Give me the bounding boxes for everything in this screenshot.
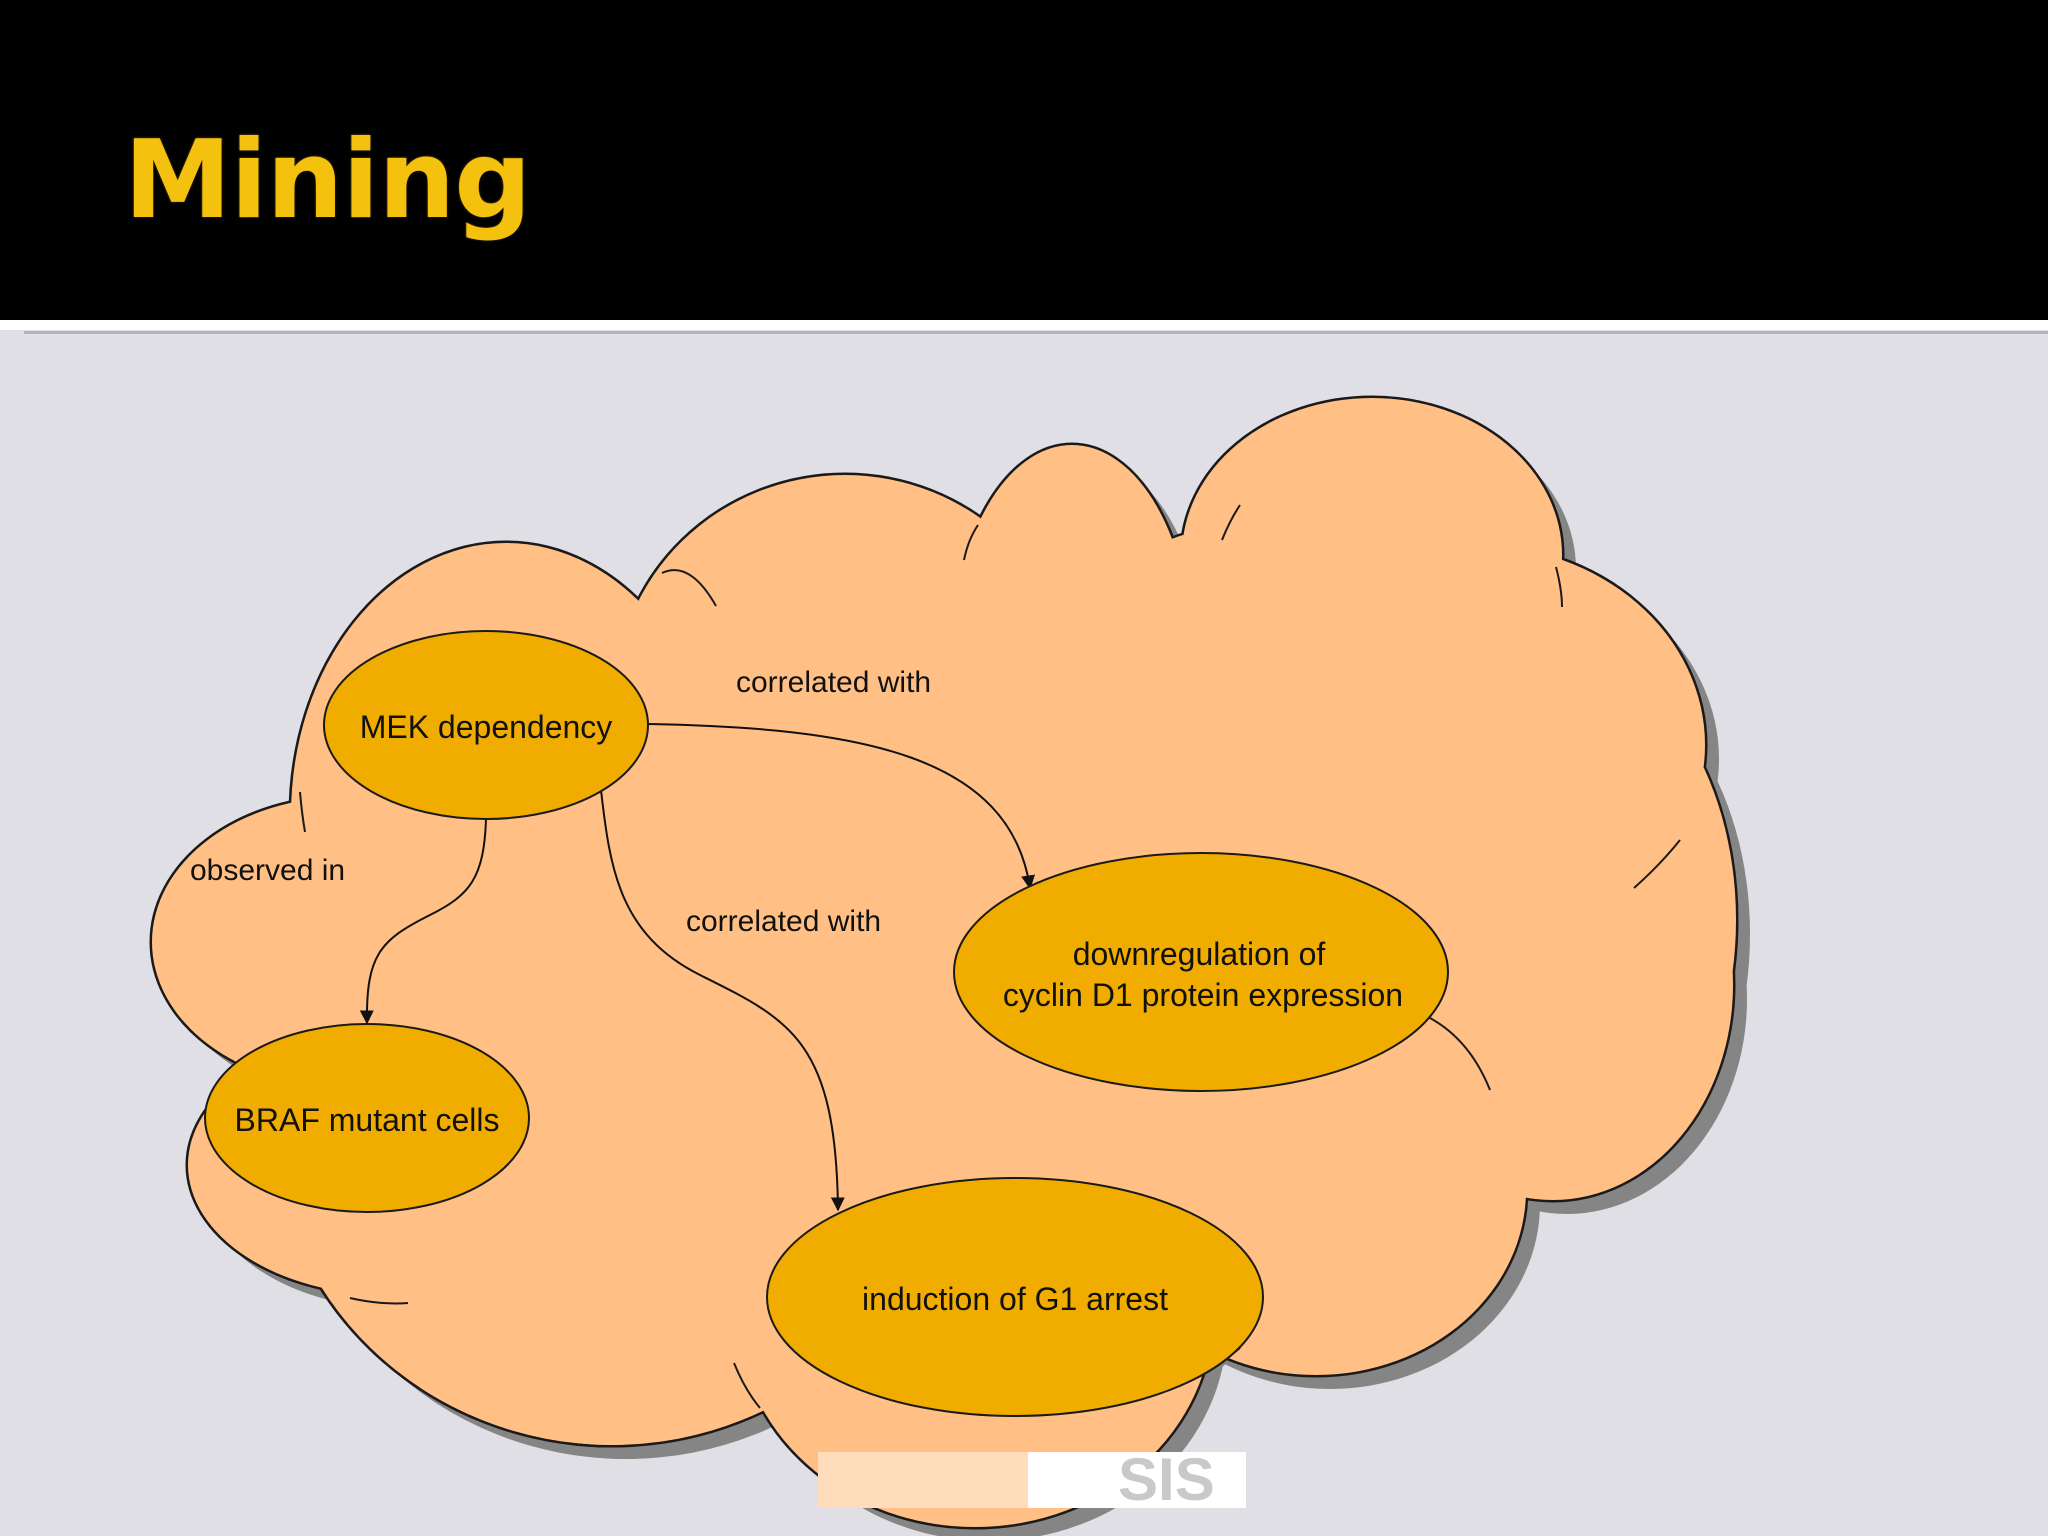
edge-label-correlated-with-cyclin: correlated with	[736, 666, 931, 699]
edge-label-correlated-with-g1: correlated with	[686, 905, 881, 938]
watermark-text: SIS	[1118, 1446, 1215, 1513]
node-label-mek: MEK dependency	[360, 709, 613, 745]
edge-correlated-with-g1: correlated with	[600, 789, 881, 1212]
watermark: SIS	[818, 1446, 1246, 1513]
slide-title: Mining	[124, 118, 532, 243]
node-label-g1: induction of G1 arrest	[862, 1281, 1168, 1317]
edge-correlated-with-cyclin: correlated with	[648, 666, 1036, 890]
node-mek-dependency: MEK dependency	[323, 630, 649, 820]
content-divider	[24, 331, 2048, 334]
arrow-mek-to-g1	[600, 789, 845, 1212]
title-bar: Mining	[0, 0, 2048, 320]
node-cyclin-d1-downregulation: downregulation of cyclin D1 protein expr…	[953, 852, 1449, 1092]
arrow-mek-to-cyclin	[648, 723, 1036, 890]
edge-label-observed-in: observed in	[190, 854, 345, 887]
arrow-mek-to-braf	[359, 818, 487, 1025]
edge-observed-in: observed in	[190, 818, 487, 1025]
node-g1-arrest: induction of G1 arrest	[766, 1177, 1264, 1417]
node-label-cyclin-line2: cyclin D1 protein expression	[1003, 977, 1403, 1013]
title-divider	[0, 320, 2048, 330]
node-label-cyclin-line1: downregulation of	[1073, 936, 1326, 972]
node-braf-mutant-cells: BRAF mutant cells	[204, 1023, 530, 1213]
node-label-braf: BRAF mutant cells	[235, 1102, 500, 1138]
